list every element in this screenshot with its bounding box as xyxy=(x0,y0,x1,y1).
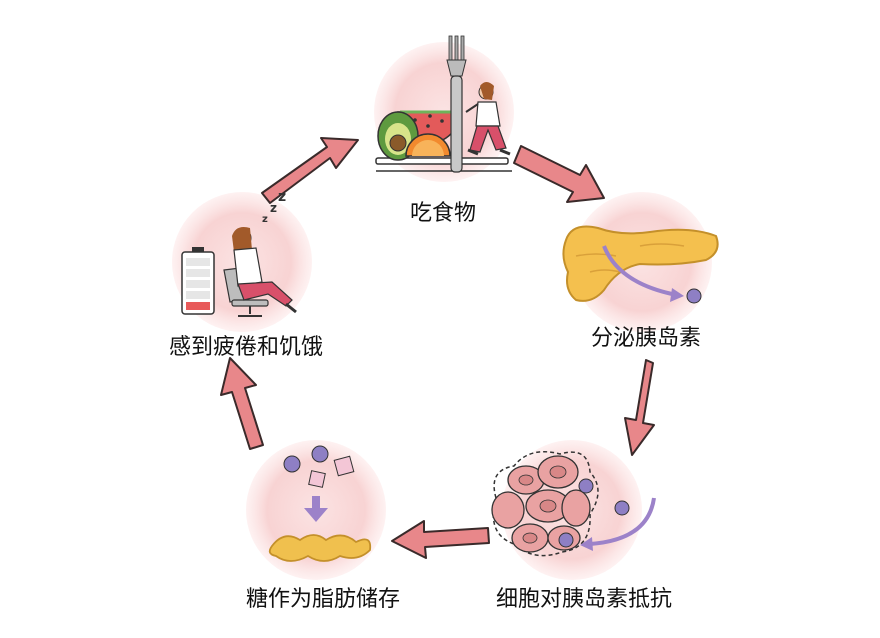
step-label-fat: 糖作为脂肪储存 xyxy=(246,587,400,612)
step-label-eat: 吃食物 xyxy=(410,201,476,226)
cycle-arrow-resistance-to-fat xyxy=(391,520,490,559)
cycle-arrow-eat-to-insulin xyxy=(513,145,605,203)
cycle-arrow-tired-to-eat xyxy=(261,137,359,204)
step-label-resistance: 细胞对胰岛素抵抗 xyxy=(496,587,672,612)
pancreas-secreting-insulin-icon xyxy=(562,225,719,304)
svg-text:z: z xyxy=(262,214,268,225)
step-label-insulin: 分泌胰岛素 xyxy=(591,326,701,351)
tired-person-icon: z z z xyxy=(181,189,297,317)
cycle-arrow-fat-to-tired xyxy=(220,357,264,450)
eating-food-icon xyxy=(375,35,512,173)
step-label-tired: 感到疲倦和饥饿 xyxy=(169,335,323,360)
cycle-arrow-insulin-to-resistance xyxy=(624,359,655,456)
svg-text:z: z xyxy=(278,189,286,205)
insulin-resistant-cells-icon xyxy=(491,451,656,557)
sugar-to-fat-icon xyxy=(268,445,372,562)
svg-text:z: z xyxy=(270,201,277,215)
